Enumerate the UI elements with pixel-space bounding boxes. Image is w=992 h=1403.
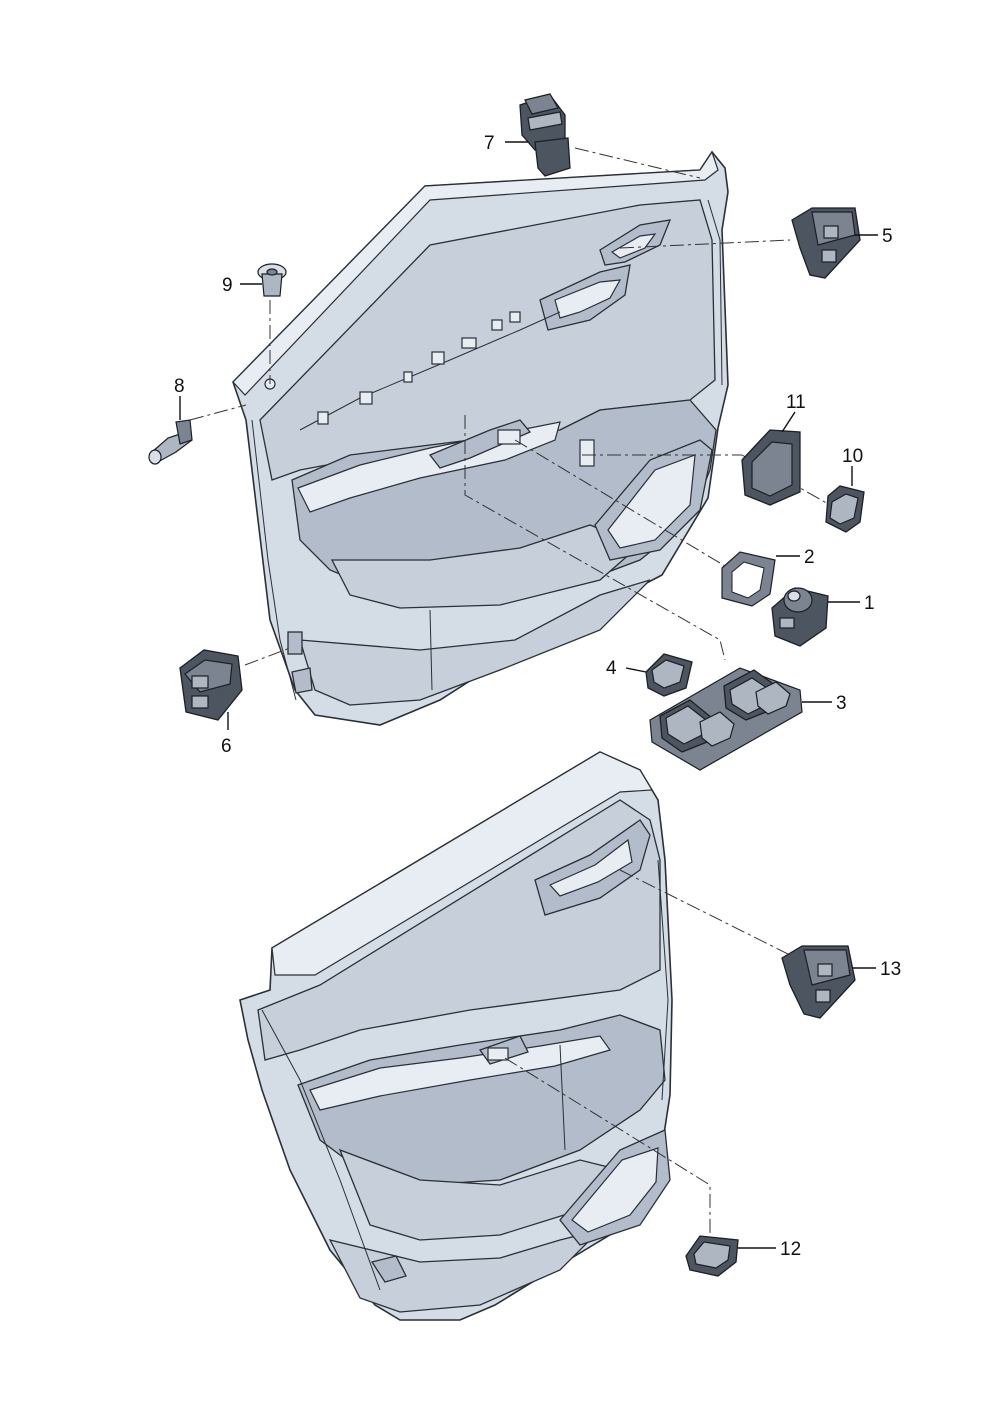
part-6-switch bbox=[179, 649, 243, 721]
callout-5: 5 bbox=[882, 226, 893, 247]
callout-leaders bbox=[179, 141, 878, 1249]
part-13-switch bbox=[781, 945, 856, 1019]
part-8-pin bbox=[148, 419, 193, 465]
callout-6: 6 bbox=[221, 736, 232, 757]
part-7-switch bbox=[519, 93, 571, 177]
callout-3: 3 bbox=[836, 693, 847, 714]
assembly-leader-lines bbox=[189, 147, 831, 1240]
part-5-switch bbox=[791, 207, 861, 279]
callout-2: 2 bbox=[804, 547, 815, 568]
callout-9: 9 bbox=[222, 275, 233, 296]
callout-13: 13 bbox=[880, 959, 901, 980]
callout-10: 10 bbox=[842, 446, 863, 467]
callout-1: 1 bbox=[864, 593, 875, 614]
part-9-clip bbox=[257, 263, 287, 297]
part-2-frame bbox=[721, 551, 776, 607]
part-4-switch bbox=[645, 653, 693, 697]
callout-7: 7 bbox=[484, 133, 495, 154]
part-10-switch bbox=[825, 485, 865, 533]
part-12-switch bbox=[685, 1235, 739, 1277]
front-door-trim-panel bbox=[232, 150, 729, 726]
callout-labels: 1 2 3 4 5 6 7 8 9 10 11 12 13 bbox=[174, 133, 901, 1260]
part-1-mirror-switch bbox=[771, 587, 829, 647]
callout-12: 12 bbox=[780, 1239, 801, 1260]
callout-11: 11 bbox=[786, 392, 806, 413]
part-11-trim bbox=[741, 429, 801, 506]
part-3-window-switch-block bbox=[649, 667, 803, 771]
callout-4: 4 bbox=[606, 658, 617, 679]
callout-8: 8 bbox=[174, 376, 185, 397]
rear-door-trim-panel bbox=[239, 751, 673, 1321]
